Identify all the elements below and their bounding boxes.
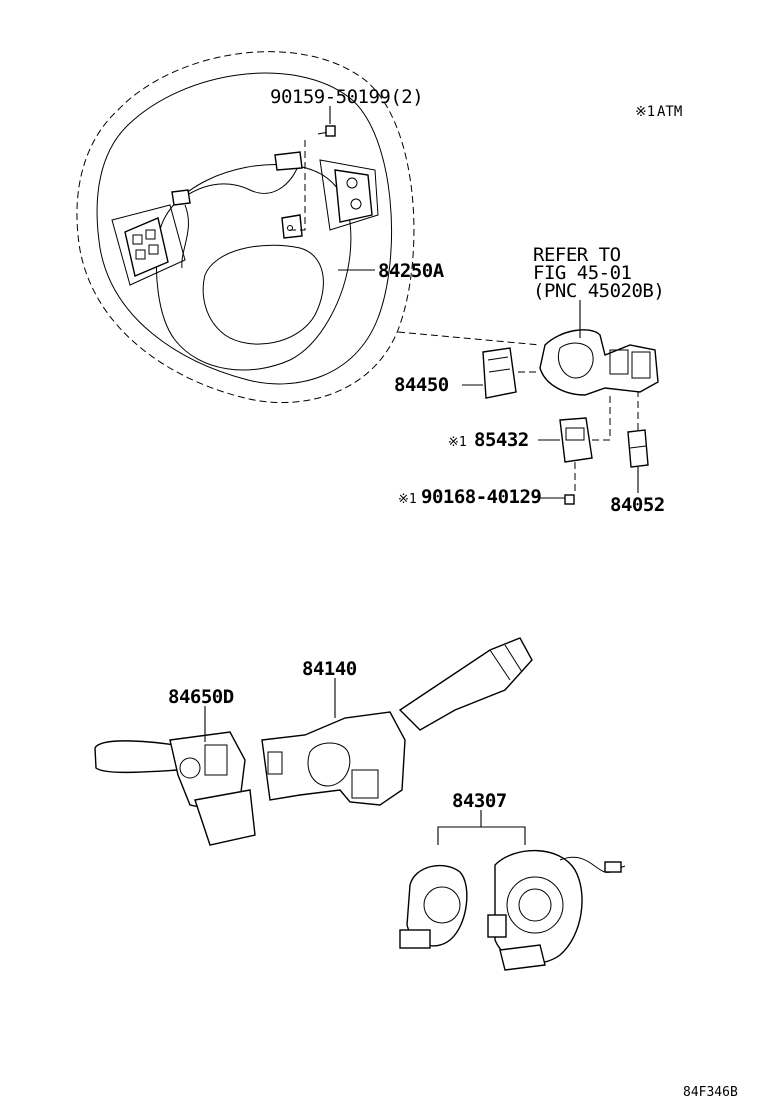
figure-code: 84F346B: [683, 1085, 738, 1100]
label-spiral-cable: 84307: [452, 790, 507, 812]
label-switch-84052: 84052: [610, 494, 665, 516]
label-85432-mark: ※1: [448, 435, 467, 450]
label-steering-switch: 84250A: [378, 260, 445, 282]
switch-84450[interactable]: [462, 347, 540, 399]
lever-84650d[interactable]: [94, 706, 256, 846]
spiral-cable-84307[interactable]: [399, 810, 626, 971]
label-switch-84450: 84450: [394, 374, 449, 396]
refer-line-1: REFER TO: [533, 244, 621, 266]
label-combo-switch: 84140: [302, 658, 357, 680]
label-bolt-top: 90159-50199(2): [270, 86, 423, 108]
column-housing: [397, 300, 659, 396]
note-text: ATM: [657, 104, 682, 120]
label-switch-85432: 85432: [474, 429, 529, 451]
note-mark: ※1: [635, 104, 655, 120]
bolt-icon: [317, 125, 336, 137]
label-lever: 84650D: [168, 686, 234, 708]
combo-switch-84140[interactable]: [261, 637, 533, 806]
switch-85432[interactable]: [538, 396, 611, 495]
steering-wheel: [76, 51, 415, 404]
switch-84052[interactable]: [627, 392, 649, 493]
refer-line-3: (PNC 45020B): [533, 280, 664, 302]
screw: [540, 494, 575, 505]
label-screw: 90168-40129: [421, 486, 541, 508]
refer-line-2: FIG 45-01: [533, 262, 632, 284]
label-screw-mark: ※1: [398, 492, 417, 507]
